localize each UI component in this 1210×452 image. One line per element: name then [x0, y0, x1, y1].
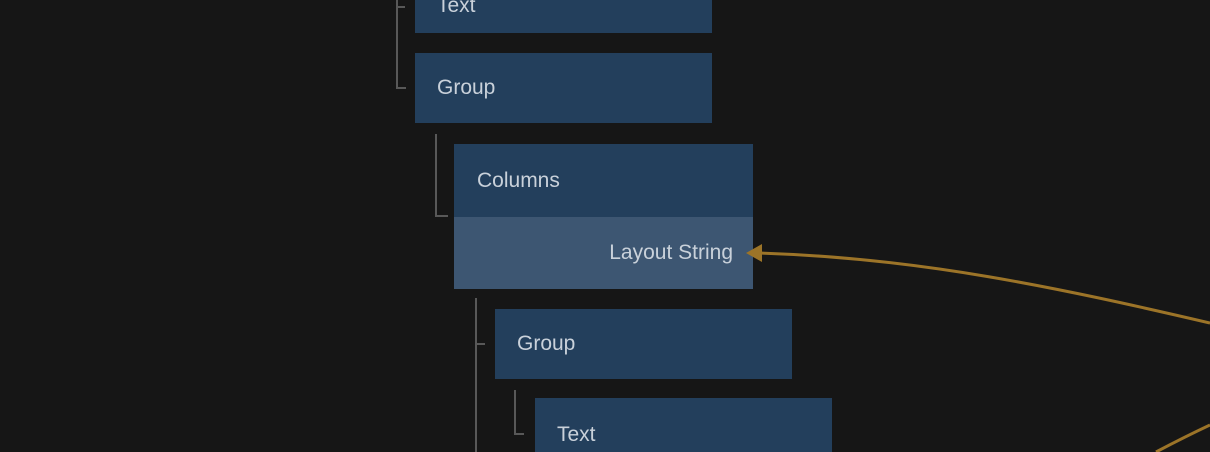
tree-line-tick-text-top — [396, 6, 405, 8]
tree-line-elbow-columns — [435, 215, 448, 217]
node-label: Columns — [477, 168, 560, 192]
tree-line-vertical-2 — [435, 134, 437, 217]
tree-node-columns-group: Columns Layout String — [454, 144, 753, 289]
tree-node-group-2[interactable]: Group — [495, 309, 792, 379]
tree-node-group-1[interactable]: Group — [415, 53, 712, 123]
tree-line-elbow-group-1 — [396, 87, 406, 89]
node-label: Text — [557, 423, 596, 446]
tree-node-columns[interactable]: Columns — [454, 144, 753, 217]
node-label: Text — [437, 0, 476, 17]
tree-line-tick-group-2 — [475, 343, 485, 345]
tree-node-text-top[interactable]: Text — [415, 0, 712, 33]
wire-curve-bottom-right — [1155, 423, 1210, 452]
tree-line-vertical-1 — [396, 0, 398, 89]
wire-curve-to-layout-string — [759, 251, 1210, 325]
tree-line-vertical-3 — [475, 298, 477, 452]
node-label: Layout String — [609, 241, 733, 264]
tree-node-layout-string-port[interactable]: Layout String — [454, 217, 753, 289]
tree-node-text-bottom[interactable]: Text — [535, 398, 832, 452]
tree-line-vertical-4 — [514, 390, 516, 435]
tree-line-elbow-text-bottom — [514, 433, 524, 435]
node-label: Group — [517, 332, 576, 355]
node-label: Group — [437, 76, 496, 99]
